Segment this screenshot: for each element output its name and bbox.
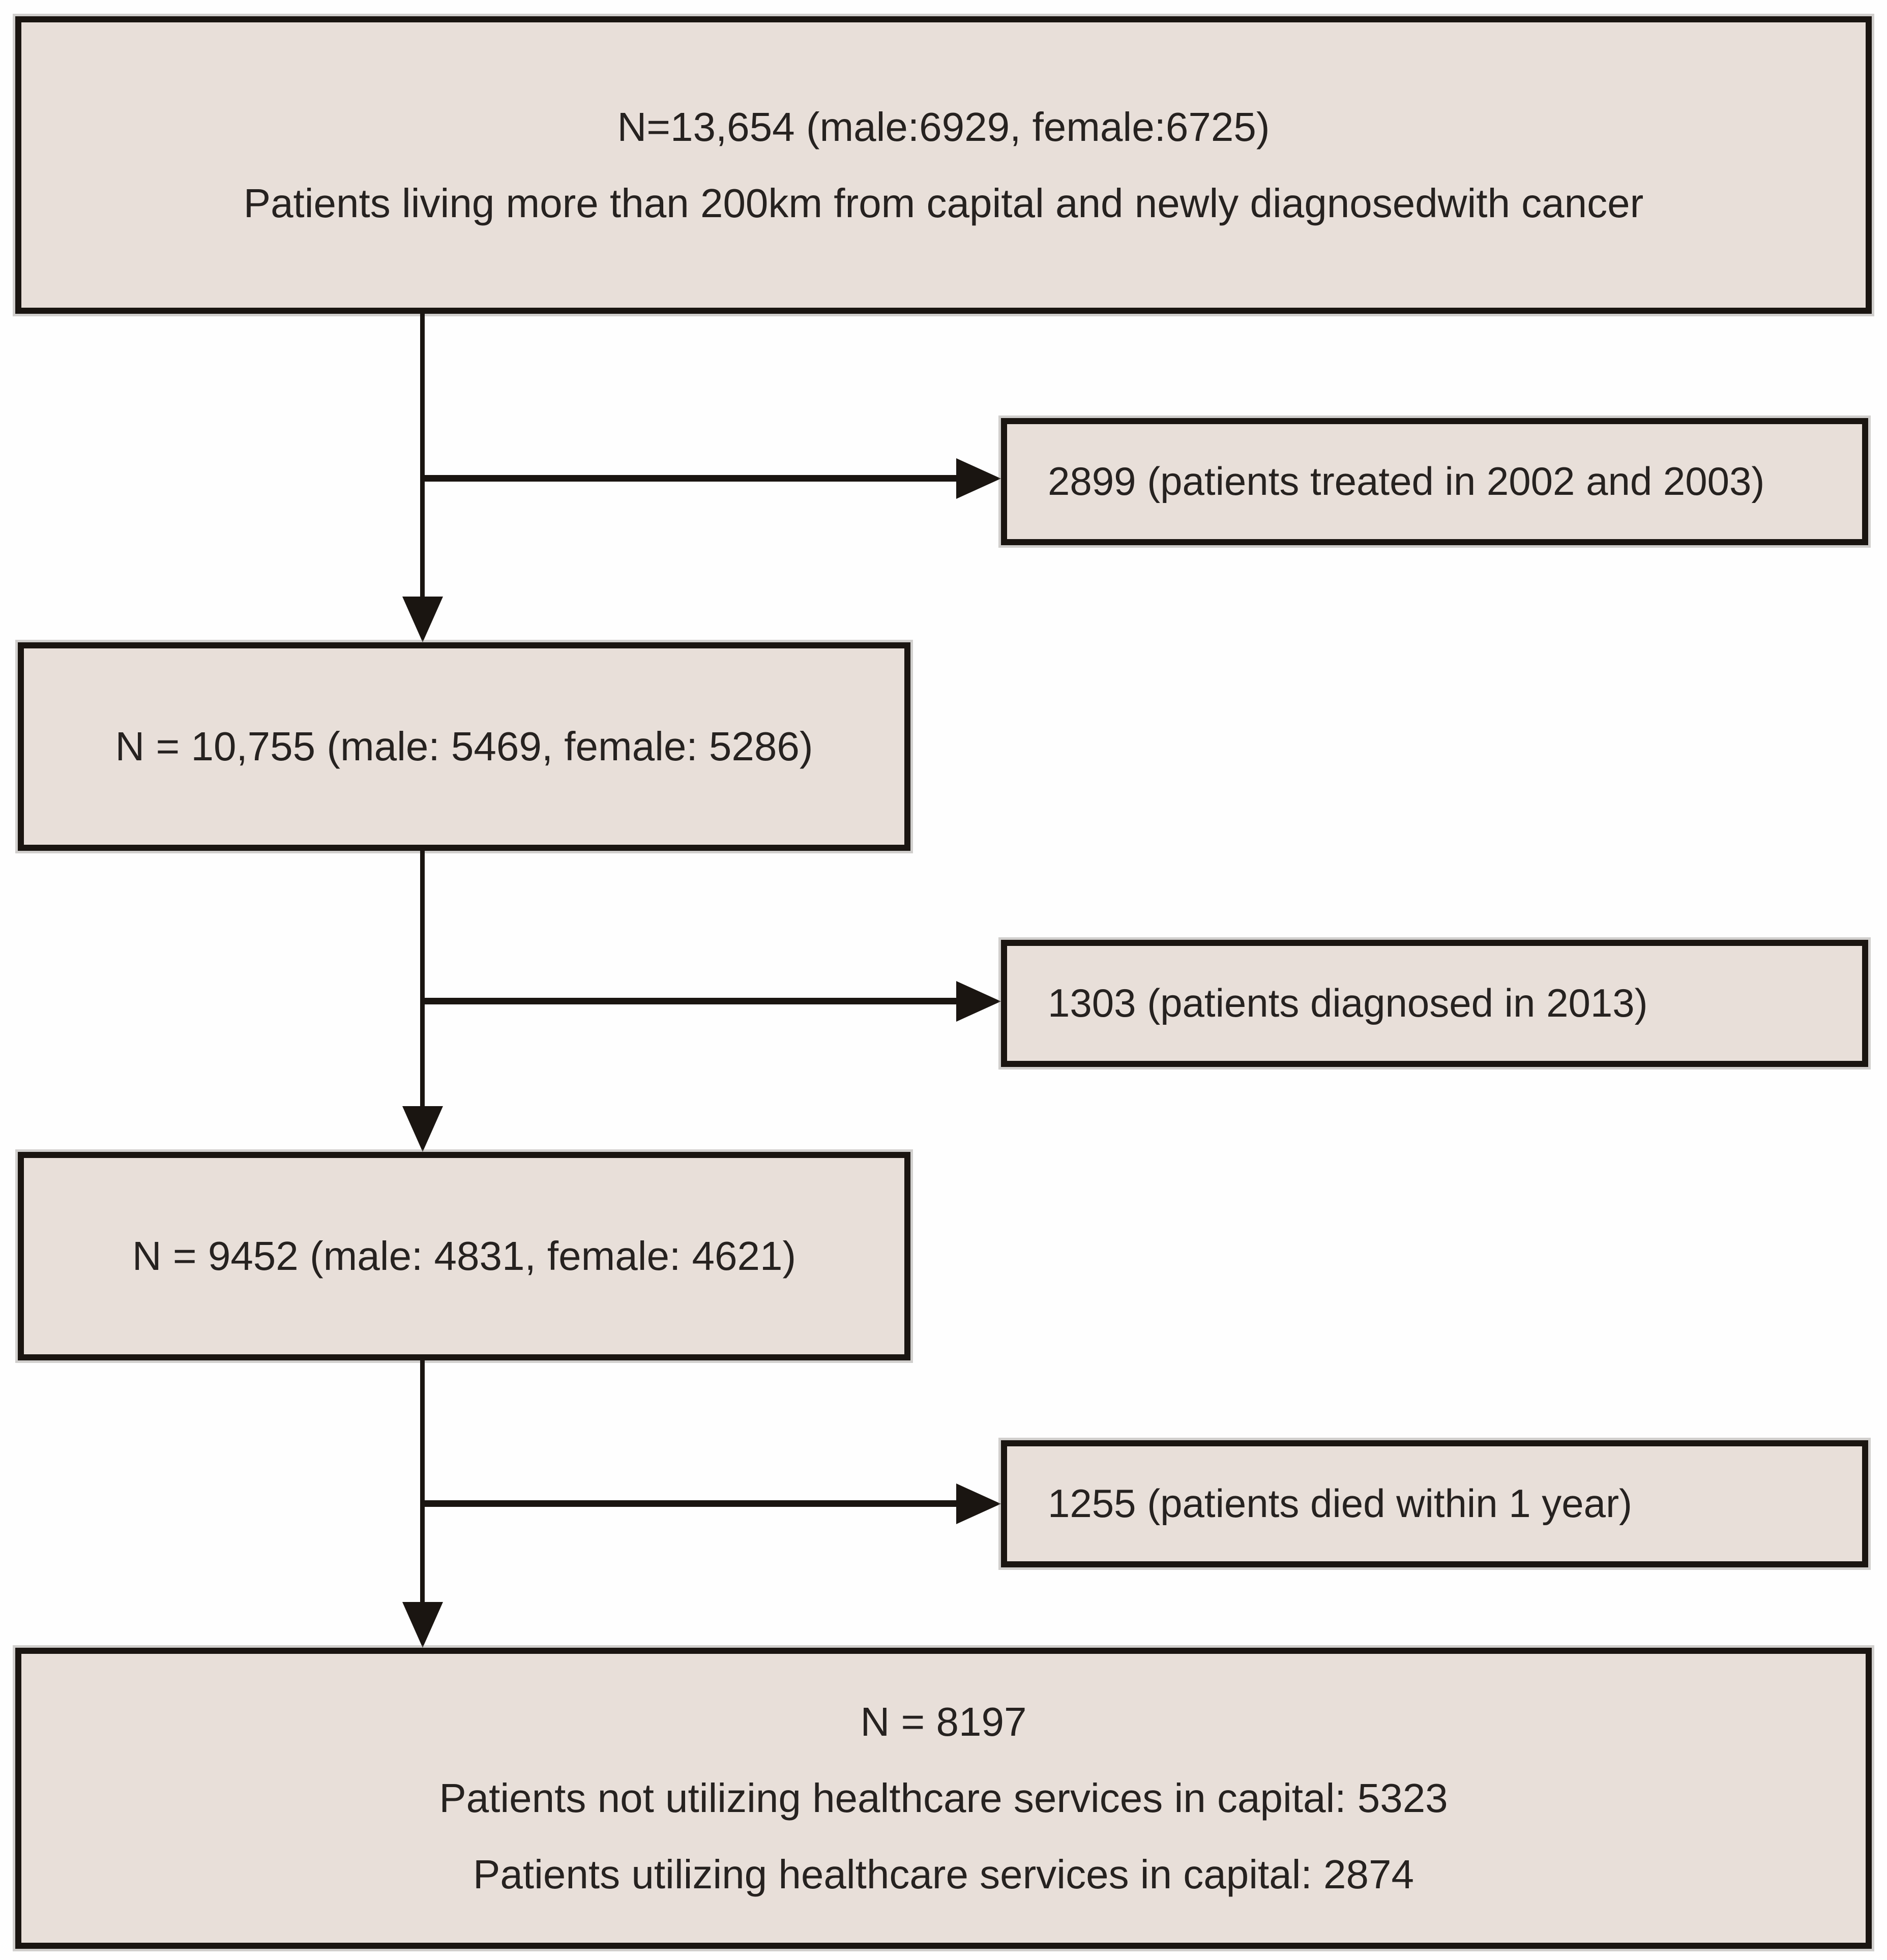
cohort-initial-count: N=13,654 (male:6929, female:6725) [617, 104, 1270, 150]
arrowhead-right-2-icon [956, 981, 1001, 1022]
cohort-2-count: N = 10,755 (male: 5469, female: 5286) [115, 724, 813, 769]
connector-line-branch-3 [423, 1500, 961, 1507]
arrowhead-right-3-icon [956, 1483, 1001, 1524]
cohort-box-3: N = 9452 (male: 4831, female: 4621) [18, 1152, 910, 1360]
connector-line-branch-1 [423, 475, 961, 482]
final-not-utilizing: Patients not utilizing healthcare servic… [439, 1775, 1448, 1821]
exclusion-3-text: 1255 (patients died within 1 year) [1048, 1481, 1633, 1526]
cohort-box-initial: N=13,654 (male:6929, female:6725) Patien… [15, 16, 1872, 314]
exclusion-box-diagnosed-2013: 1303 (patients diagnosed in 2013) [1001, 940, 1868, 1067]
cohort-box-2: N = 10,755 (male: 5469, female: 5286) [18, 642, 910, 851]
exclusion-1-text: 2899 (patients treated in 2002 and 2003) [1048, 459, 1765, 504]
arrowhead-down-3-icon [402, 1602, 443, 1648]
arrowhead-down-1-icon [402, 597, 443, 642]
cohort-box-final: N = 8197 Patients not utilizing healthca… [15, 1648, 1872, 1949]
arrowhead-down-2-icon [402, 1106, 443, 1152]
arrowhead-right-1-icon [956, 458, 1001, 499]
cohort-initial-description: Patients living more than 200km from cap… [243, 180, 1644, 226]
connector-line-down-2 [420, 851, 425, 1110]
exclusion-box-died-within-1-year: 1255 (patients died within 1 year) [1001, 1440, 1868, 1567]
final-count: N = 8197 [860, 1699, 1027, 1744]
final-utilizing: Patients utilizing healthcare services i… [473, 1852, 1414, 1897]
exclusion-box-treated-2002-2003: 2899 (patients treated in 2002 and 2003) [1001, 418, 1868, 545]
exclusion-2-text: 1303 (patients diagnosed in 2013) [1048, 981, 1648, 1026]
connector-line-down-1 [420, 314, 425, 600]
connector-line-branch-2 [423, 998, 961, 1004]
cohort-3-count: N = 9452 (male: 4831, female: 4621) [132, 1233, 797, 1279]
connector-line-down-3 [420, 1360, 425, 1606]
